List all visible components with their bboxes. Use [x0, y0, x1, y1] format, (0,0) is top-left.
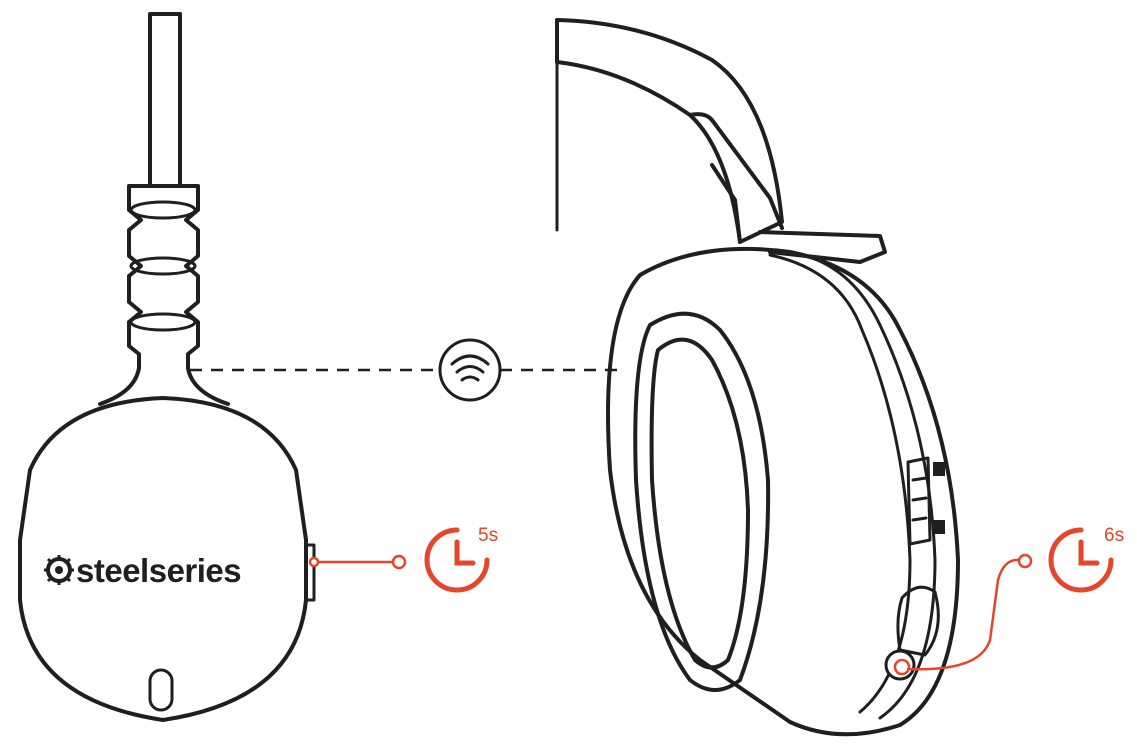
dongle-led-slot	[148, 668, 174, 712]
timer-icon	[1048, 527, 1114, 593]
volume-down-icon	[933, 520, 945, 534]
headset-callout: 6s	[906, 525, 1124, 671]
headband	[555, 18, 784, 244]
earcup-seam	[788, 250, 937, 720]
headset-power-button[interactable]	[884, 649, 916, 681]
strain-groove-2	[129, 256, 197, 276]
headset-hold-time: 6s	[1104, 525, 1124, 546]
strain-groove-3	[129, 312, 197, 332]
brand-wordmark: steelseries	[76, 552, 241, 589]
dongle-neck	[98, 366, 230, 406]
dongle-hold-time: 5s	[478, 525, 498, 546]
earcup-port	[896, 585, 940, 657]
headband-yoke	[688, 112, 784, 244]
strain-groove-1	[129, 200, 197, 220]
steelseries-logo-icon	[44, 555, 74, 585]
volume-wheel[interactable]	[906, 456, 945, 546]
timer-icon	[424, 527, 490, 593]
dongle-callout: 5s	[308, 525, 498, 593]
volume-up-icon	[933, 462, 945, 476]
headset-callout-dot	[1017, 553, 1033, 569]
ear-cushion	[633, 311, 771, 692]
ear-cushion-opening	[649, 337, 750, 670]
dongle-pair-button[interactable]	[304, 543, 316, 602]
headset	[555, 18, 960, 737]
dongle-cable	[148, 12, 182, 188]
dongle-strain-relief	[127, 184, 200, 370]
earcup-seam-inner	[768, 253, 912, 714]
wireless-dongle: steelseries	[18, 12, 316, 722]
dongle-body	[18, 396, 308, 722]
dongle-callout-dot	[391, 554, 407, 570]
wifi-icon	[438, 338, 502, 402]
headset-callout-line	[906, 558, 1022, 671]
